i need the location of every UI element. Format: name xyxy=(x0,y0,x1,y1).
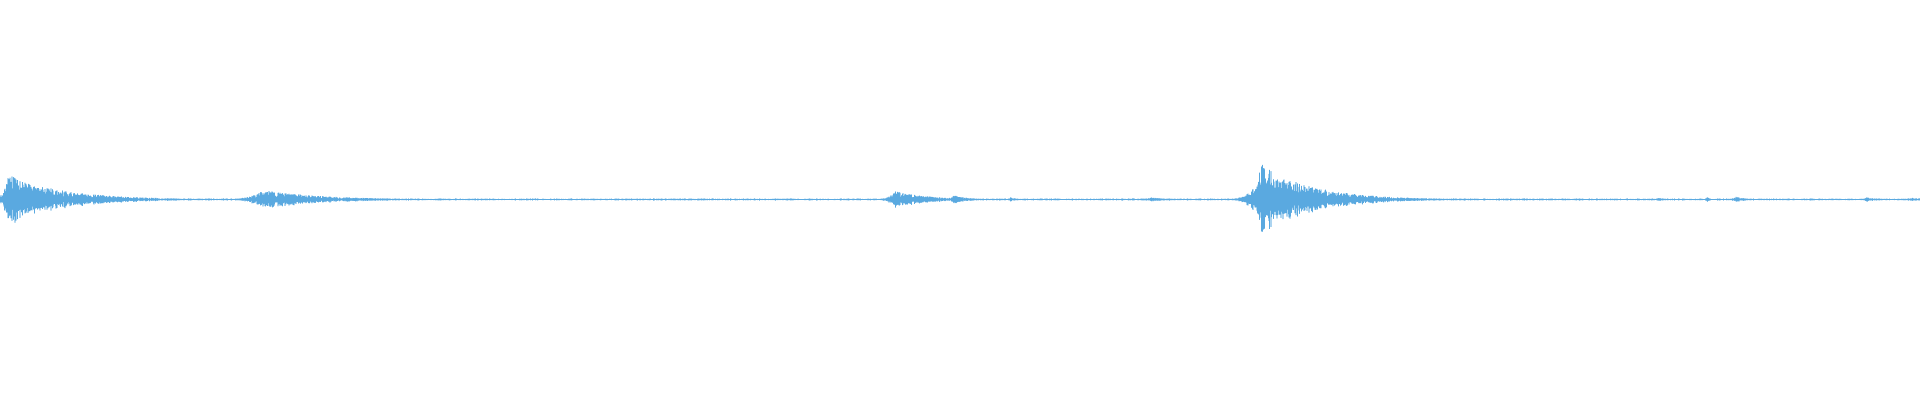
waveform-signal xyxy=(0,164,1920,232)
